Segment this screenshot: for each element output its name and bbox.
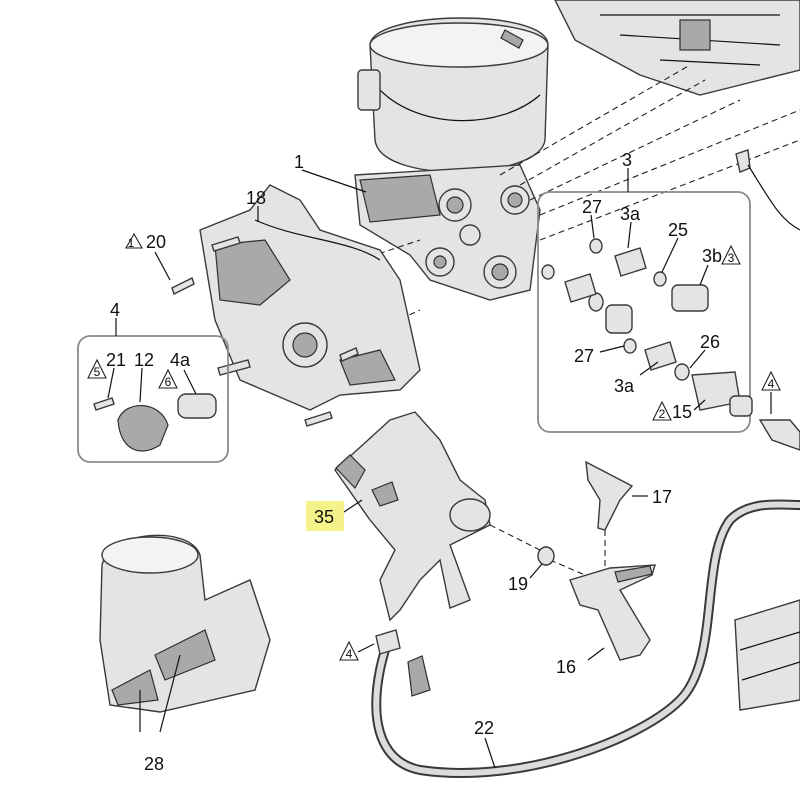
callout-16: 16 <box>556 657 576 677</box>
front-cover-18 <box>199 184 421 411</box>
warning-4-right-label: 4 <box>768 377 775 391</box>
callout-18: 18 <box>246 188 266 208</box>
warning-4-bottom-label: 4 <box>346 647 353 661</box>
callout-25: 25 <box>668 220 688 240</box>
callout-20: 20 <box>146 232 166 252</box>
callout-22: 22 <box>474 718 494 738</box>
pump-block-1 <box>354 164 541 301</box>
right-fitting <box>735 149 800 451</box>
kit-3-leaders <box>590 168 709 411</box>
tray-right-bottom <box>734 599 800 711</box>
warning-triangle-4-right: 4 <box>761 370 781 391</box>
warning-triangle-5: 5 <box>87 358 107 379</box>
kit-box-4 <box>77 335 229 463</box>
warning-triangle-2: 2 <box>652 400 672 421</box>
warning-triangle-3: 3 <box>721 244 741 265</box>
callout-21: 21 <box>106 350 126 370</box>
callout-26: 26 <box>700 332 720 352</box>
warning-6-label: 6 <box>165 375 172 389</box>
callout-27-top: 27 <box>582 197 602 217</box>
bucket-28 <box>99 534 271 733</box>
callout-3a-bottom: 3a <box>614 376 635 396</box>
gun-accessories <box>489 460 656 661</box>
callout-3: 3 <box>622 150 632 170</box>
callout-35: 35 <box>314 507 334 527</box>
hopper-bowl <box>357 17 549 173</box>
callout-17: 17 <box>652 487 672 507</box>
callout-4-left: 4 <box>110 300 120 320</box>
warning-3-label: 3 <box>728 251 735 265</box>
spray-gun-35 <box>334 411 491 622</box>
callout-3a-top: 3a <box>620 204 641 224</box>
frame-top-right <box>554 0 800 96</box>
leader-35 <box>343 499 363 513</box>
warning-2-label: 2 <box>659 407 666 421</box>
callout-28: 28 <box>144 754 164 774</box>
callout-1: 1 <box>294 152 304 172</box>
warning-5-label: 5 <box>94 365 101 379</box>
warning-triangle-1: 1 <box>125 232 143 250</box>
warning-1-label: 1 <box>128 236 135 250</box>
highlight-35 <box>306 501 344 531</box>
cover-screws <box>171 236 359 427</box>
callout-12: 12 <box>134 350 154 370</box>
callout-15: 15 <box>672 402 692 422</box>
callout-19: 19 <box>508 574 528 594</box>
misc-leaders <box>154 169 367 281</box>
callout-3b: 3b <box>702 246 722 266</box>
warning-triangle-6: 6 <box>158 368 178 389</box>
callout-4a: 4a <box>170 350 191 370</box>
kit-box-3 <box>537 191 751 433</box>
callout-27-bottom: 27 <box>574 346 594 366</box>
kit-4-leaders <box>107 318 197 403</box>
hose-22 <box>371 499 800 778</box>
kit-4-parts <box>93 393 217 452</box>
warning-triangle-4-bottom: 4 <box>339 640 375 661</box>
